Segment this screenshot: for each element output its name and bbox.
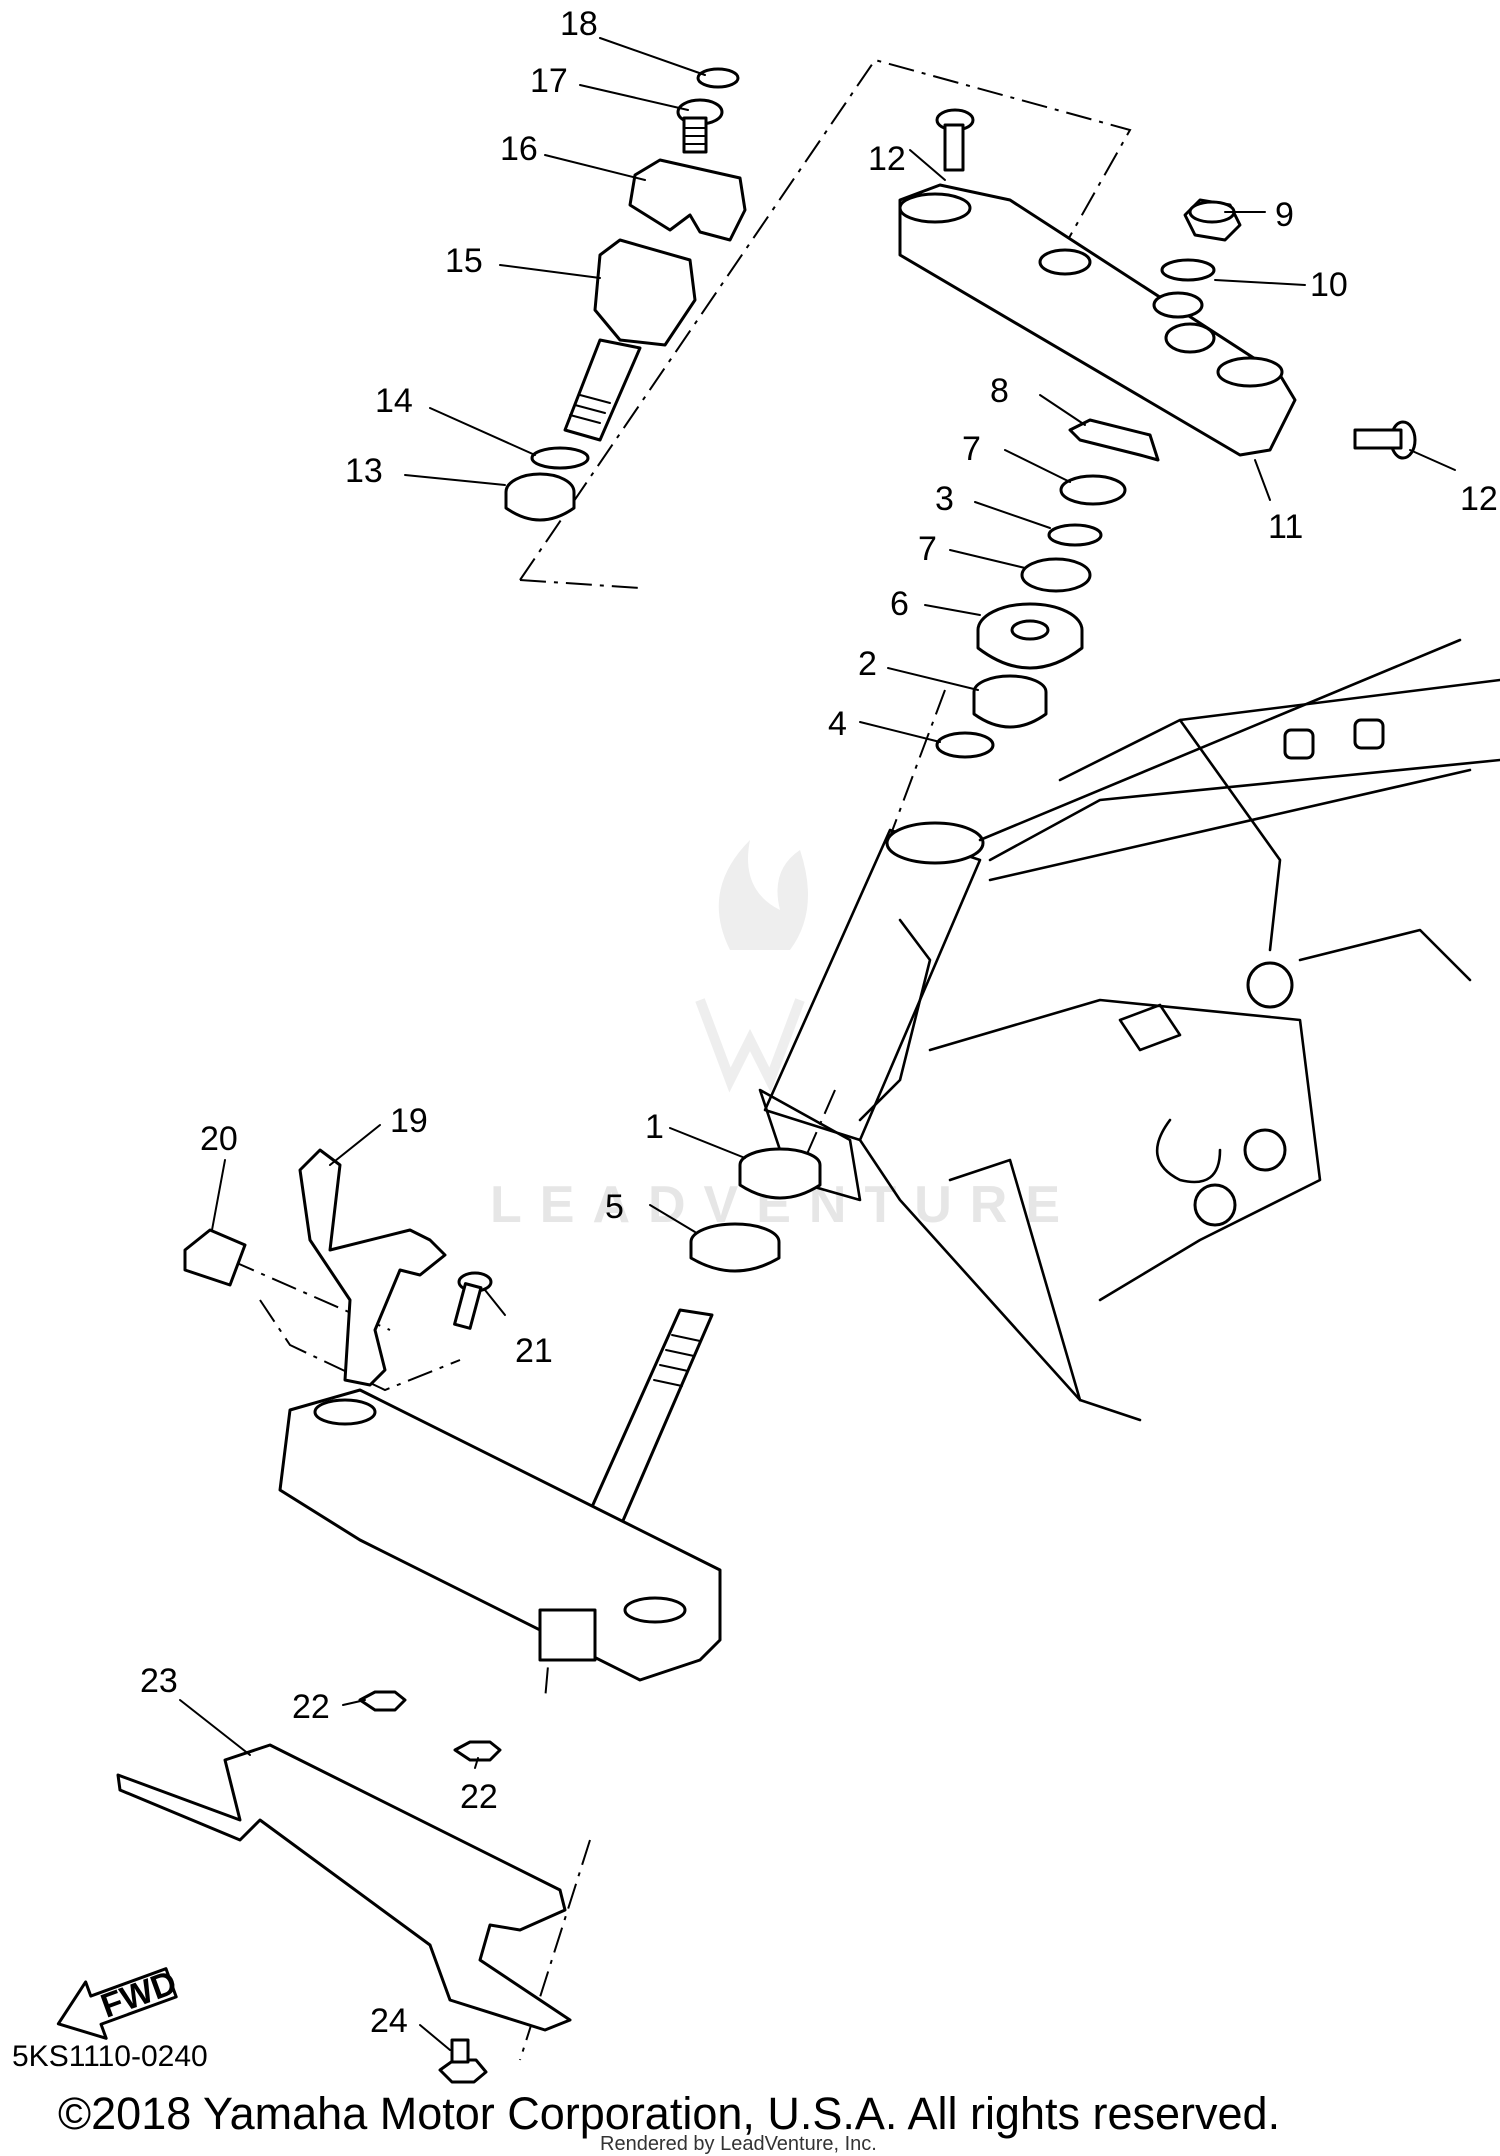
part-8-lock-washer [1068,418,1160,462]
callout-18: 18 [560,5,598,43]
part-18-cap [696,67,740,89]
callout-12-top: 12 [868,140,906,178]
leader-lines [179,37,1456,2051]
callout-24: 24 [370,2002,408,2040]
fwd-label: FWD [96,1963,182,2025]
callout-14: 14 [375,382,413,420]
fwd-arrow-icon: FWD [56,1963,182,2040]
part-2-bearing-upper [972,674,1048,729]
callout-8: 8 [990,372,1009,410]
callout-13: 13 [345,452,383,490]
part-19-bracket [298,1148,447,1387]
part-20-cushion [183,1228,247,1287]
part-12-bolt-top [935,108,975,172]
callout-10: 10 [1310,266,1348,304]
callout-17: 17 [530,62,568,100]
part-23-guide-bracket [116,1743,572,2032]
part-7-ring-nut-lower [1020,557,1092,593]
callout-20: 20 [200,1120,238,1158]
rendered-by-text: Rendered by LeadVenture, Inc. [600,2133,877,2155]
part-22-nut-2 [453,1740,502,1762]
callout-9: 9 [1275,196,1294,234]
part-code-label: 5KS1110-0240 [12,2040,208,2073]
part-6-cover [976,602,1084,670]
callout-22-first: 22 [292,1688,330,1726]
callout-19: 19 [390,1102,428,1140]
copyright-text: ©2018 Yamaha Motor Corporation, U.S.A. A… [58,2088,1281,2139]
part-13-bushing [504,472,576,522]
callout-21: 21 [515,1332,553,1370]
callout-numbers: 18 17 16 15 14 13 12 12 9 10 11 8 7 3 7 … [140,5,1498,2040]
callout-15: 15 [445,242,483,280]
callout-23: 23 [140,1662,178,1700]
callout-16: 16 [500,130,538,168]
part-4-washer [935,731,995,759]
part-21-bolt [453,1271,493,1330]
part-3-washer [1047,523,1103,547]
part-11-upper-bracket [898,183,1297,457]
under-bracket-steering-stem [278,1308,722,1682]
part-1-bearing-lower [738,1147,822,1200]
callout-11: 11 [1268,508,1303,546]
callout-6: 6 [890,585,909,623]
callout-3: 3 [935,480,954,518]
part-5-seal [689,1222,781,1273]
part-16-clamp [628,158,747,242]
callout-7-lower: 7 [918,530,937,568]
callout-22-second: 22 [460,1778,498,1816]
watermark: LEADVENTURE [490,840,1060,1234]
callout-2: 2 [858,645,877,683]
callout-1: 1 [645,1108,664,1146]
part-15-riser [563,238,697,442]
part-24-bolt [438,2038,488,2084]
part-22-nut-1 [358,1690,407,1712]
part-14-washer [530,446,590,470]
upper-group-outline [519,58,1132,589]
part-9-nut [1183,198,1242,242]
part-7-ring-nut-upper [1059,474,1127,506]
callout-7-upper: 7 [962,430,981,468]
callout-5: 5 [605,1188,624,1226]
frame-head-pipe [758,638,1500,1422]
part-10-washer [1160,258,1216,282]
part-12-bolt-side [1353,420,1417,460]
callout-12-side: 12 [1460,480,1498,518]
callout-4: 4 [828,705,847,743]
part-17-bolt [676,98,724,154]
